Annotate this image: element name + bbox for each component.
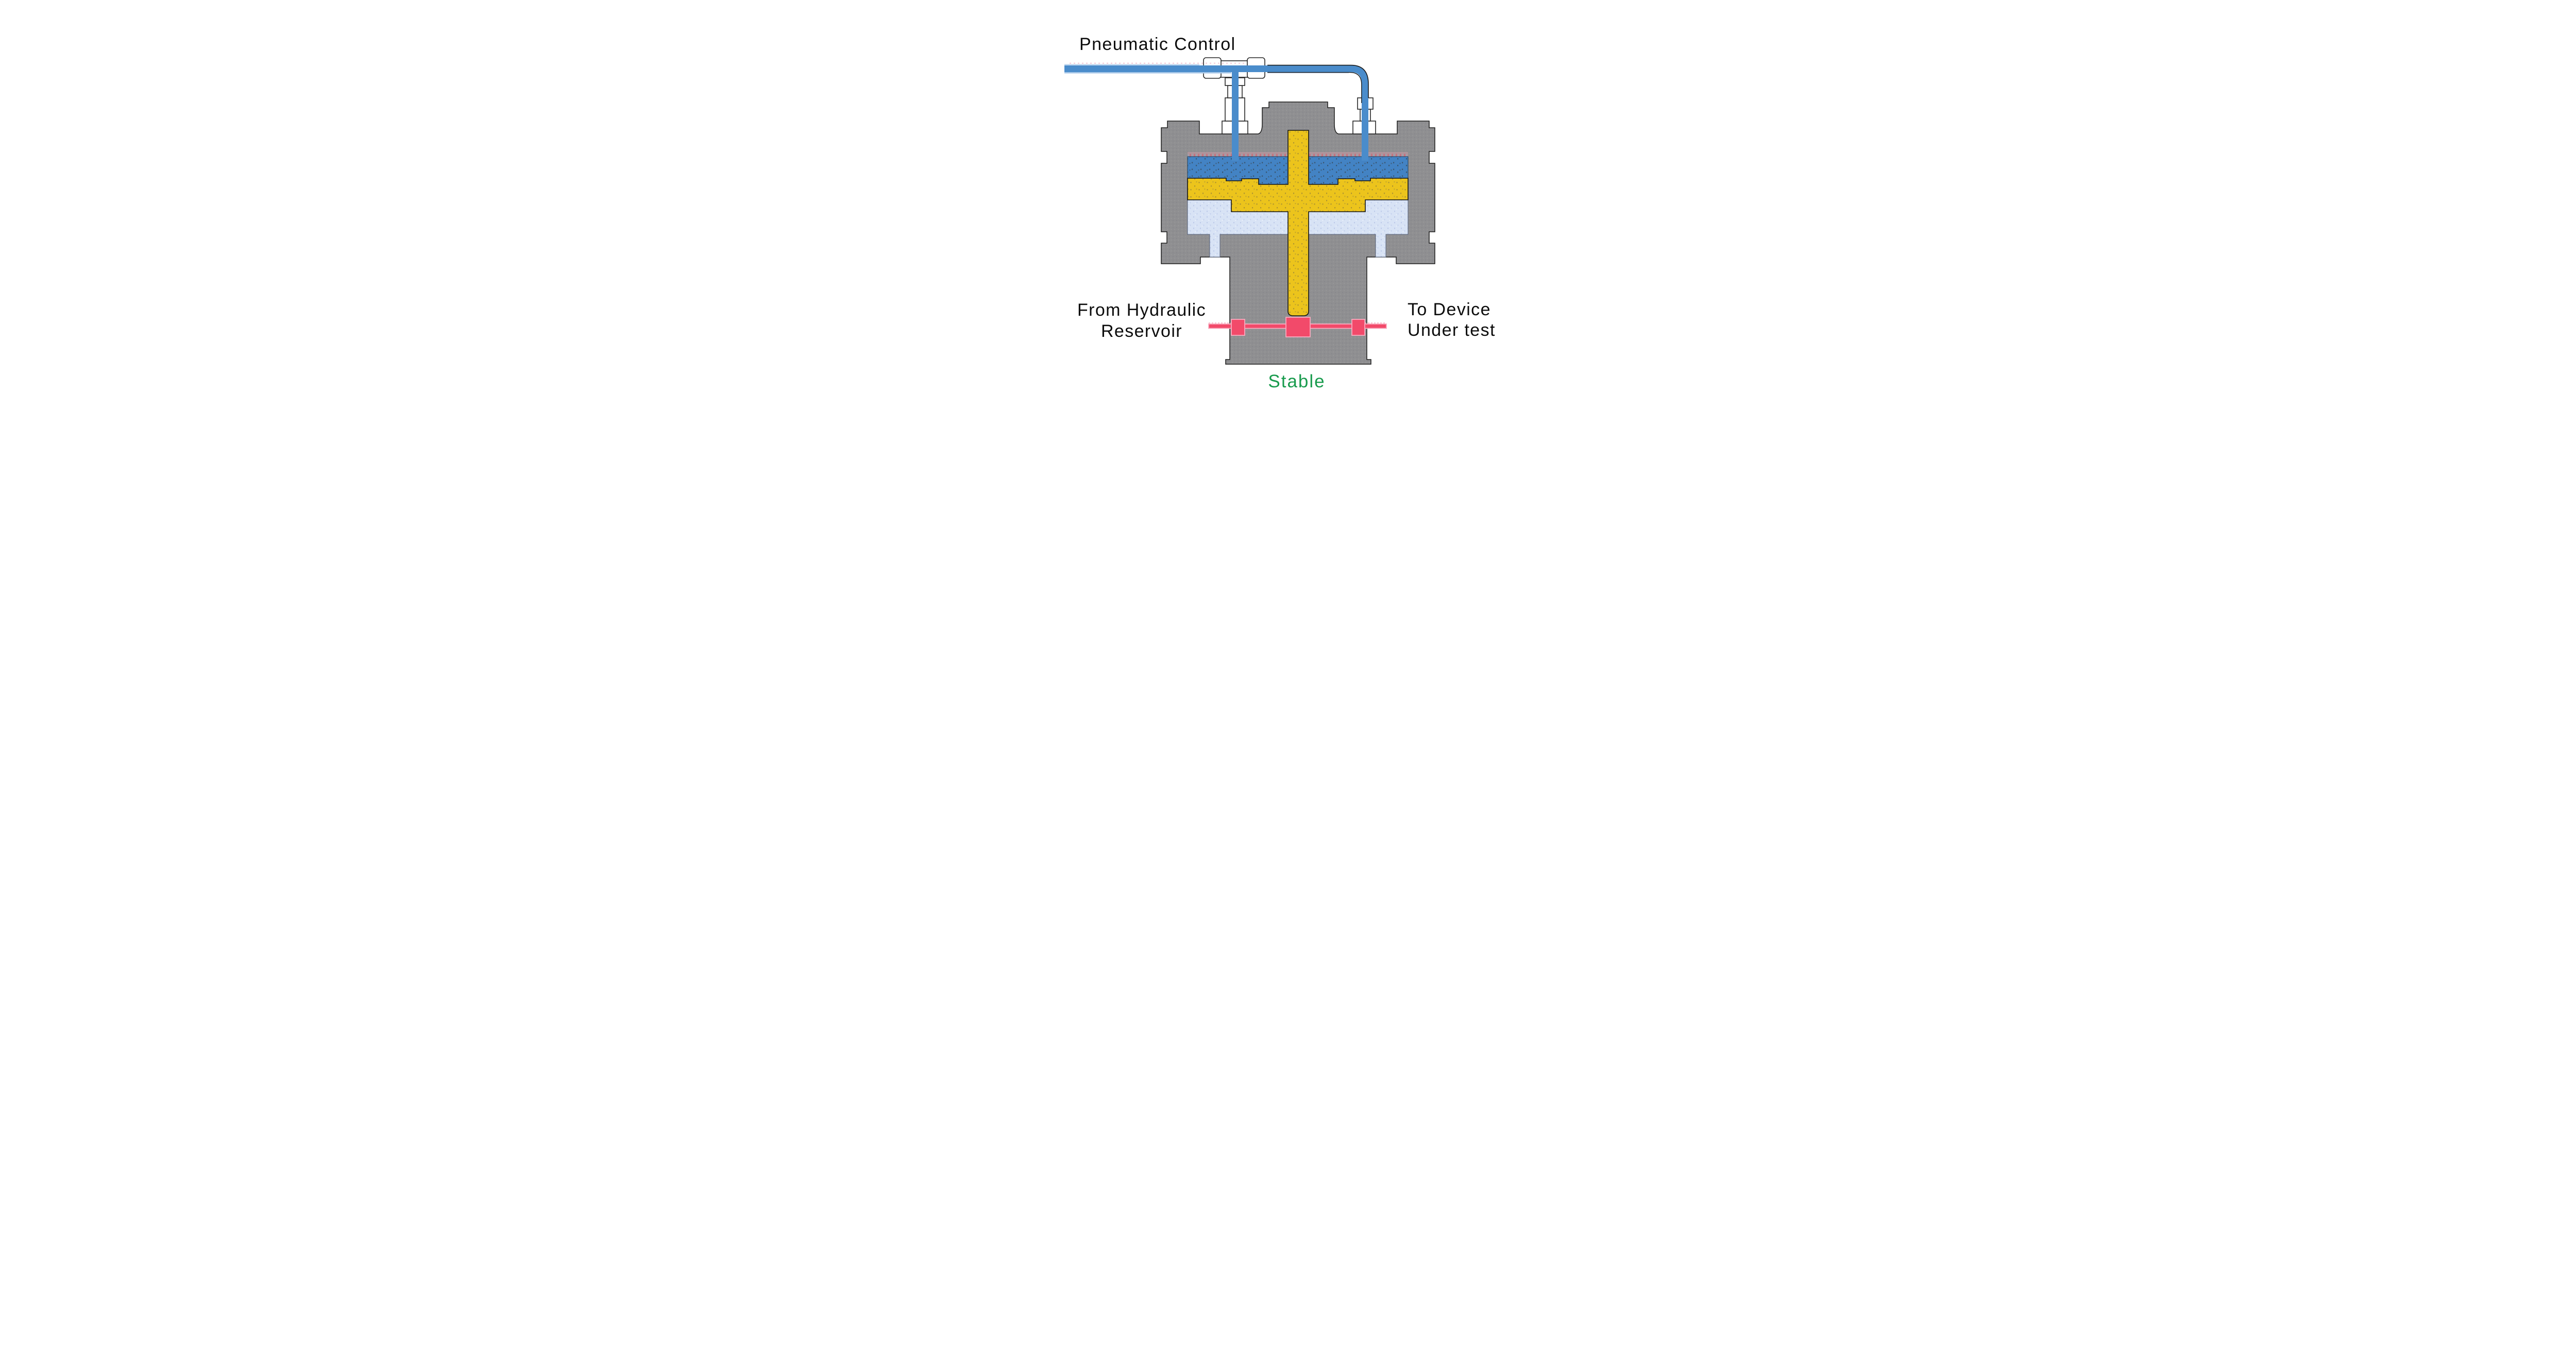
hydraulic-line — [1208, 317, 1387, 337]
hydraulic-port-left — [1231, 319, 1245, 336]
pneumatic-valve-diagram: Pneumatic Control From Hydraulic Reservo… — [884, 0, 1692, 421]
tubing-outline-inner — [1267, 72, 1362, 103]
tubing-highlight-top — [1064, 64, 1199, 65]
label-from-hydraulic-line1: From Hydraulic — [1077, 300, 1206, 320]
diagram-page: Pneumatic Control From Hydraulic Reservo… — [884, 0, 1692, 421]
tubing-highlight-bottom — [1064, 72, 1231, 74]
hydraulic-port-center — [1285, 317, 1311, 337]
hydraulic-port-right — [1351, 319, 1365, 336]
tubing-branch-vertical — [1232, 72, 1239, 161]
tubing-outline-outer — [1267, 64, 1369, 98]
label-from-hydraulic-line2: Reservoir — [1101, 321, 1182, 341]
label-to-device-line1: To Device — [1408, 300, 1491, 319]
piston-cross — [1187, 130, 1409, 316]
label-to-device-line2: Under test — [1408, 320, 1496, 340]
pneumatic-tubing — [1064, 62, 1369, 161]
label-state-stable: Stable — [1268, 371, 1325, 391]
tubing-main-run — [1064, 65, 1368, 161]
label-pneumatic-control: Pneumatic Control — [1079, 35, 1236, 54]
